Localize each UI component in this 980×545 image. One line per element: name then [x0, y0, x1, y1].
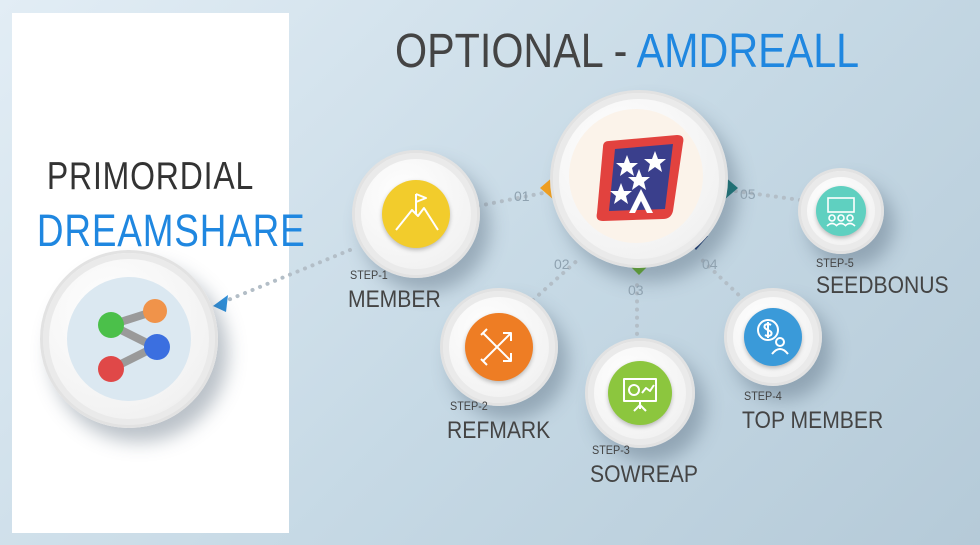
center-hub-inner: [569, 109, 703, 243]
flag-mountain-icon: [395, 193, 439, 231]
step-1-name: MEMBER: [348, 286, 441, 313]
step-3-icon-circle: [608, 361, 672, 425]
crossed-arrows-icon: [480, 328, 512, 366]
step-2-node[interactable]: [440, 288, 558, 406]
step-1-icon-circle: [382, 180, 450, 248]
step-5-label: STEP-5: [816, 256, 854, 270]
step-5-number: 05: [740, 186, 756, 202]
step-4-number: 04: [702, 256, 718, 272]
left-title-dreamshare: DREAMSHARE: [36, 205, 306, 256]
step-1-number: 01: [514, 188, 530, 204]
connector-05: [726, 188, 802, 202]
main-title-prefix: OPTIONAL -: [395, 25, 637, 78]
step-3-name: SOWREAP: [590, 461, 698, 488]
step-4-label: STEP-4: [744, 389, 782, 403]
step-3-label: STEP-3: [592, 443, 630, 457]
step-5-icon-circle: [816, 186, 866, 236]
left-panel: PRIMORDIAL DREAMSHARE: [12, 13, 306, 533]
presentation-board-icon: [623, 378, 657, 412]
connector-02: [531, 256, 582, 302]
step-2-label: STEP-2: [450, 399, 488, 413]
step-5-node[interactable]: [798, 168, 884, 254]
center-hub: [550, 90, 728, 268]
step-1-label: STEP-1: [350, 268, 388, 282]
step-4-name: TOP MEMBER: [742, 407, 884, 434]
main-title-highlight: AMDREALL: [636, 25, 860, 78]
arrowhead-icon: [213, 295, 228, 312]
step-2-name: REFMARK: [447, 417, 551, 444]
step-5-name: SEEDBONUS: [816, 272, 949, 299]
dollar-user-icon: [757, 319, 789, 355]
step-3-number: 03: [628, 282, 644, 298]
step-1-node[interactable]: [352, 150, 480, 278]
dreamshare-hub: [40, 250, 218, 428]
step-2-number: 02: [554, 256, 570, 272]
step-3-node[interactable]: [585, 338, 695, 448]
step-4-icon-circle: [744, 308, 802, 366]
main-title: OPTIONAL - AMDREALL: [395, 24, 859, 79]
share-network-icon: [98, 299, 170, 382]
meeting-board-icon: [826, 197, 856, 227]
left-title-primordial: PRIMORDIAL: [46, 155, 255, 198]
step-2-icon-circle: [465, 313, 533, 381]
dreamshare-hub-inner: [67, 277, 191, 401]
connector-04: [698, 256, 746, 302]
connector-01: [476, 190, 550, 208]
step-4-node[interactable]: [724, 288, 822, 386]
amdreall-logo-icon: [596, 135, 684, 221]
connector-left: [226, 248, 352, 302]
